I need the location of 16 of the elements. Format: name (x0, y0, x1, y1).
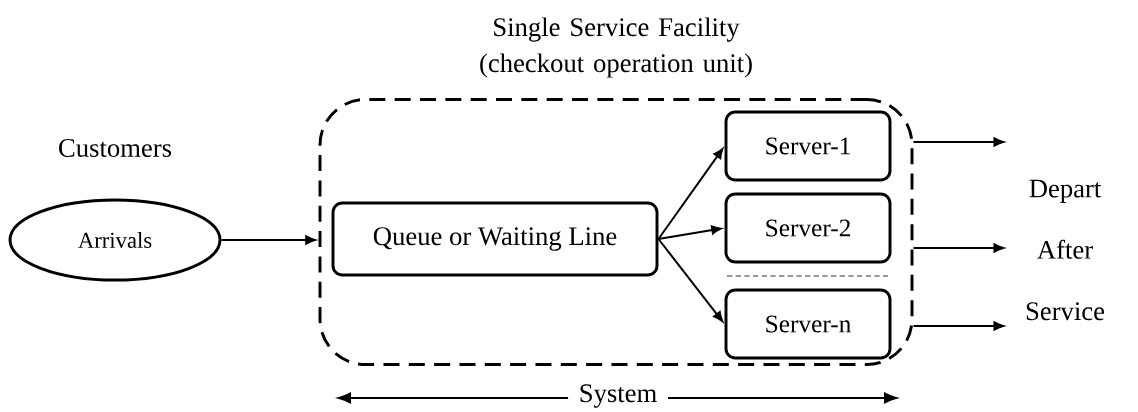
arrow (657, 225, 722, 240)
node-label: Customers (59, 139, 172, 157)
dimension-label: System (568, 384, 668, 408)
process-box: Queue or Waiting Line (331, 201, 659, 277)
process-box: Server-2 (724, 192, 892, 264)
arrow (912, 243, 1004, 253)
arrow (912, 321, 1004, 331)
process-box: Server-1 (724, 110, 892, 182)
arrow (657, 148, 724, 240)
arrow (912, 137, 1004, 147)
arrow (220, 235, 316, 245)
heading: Single Service Facility (checkout operation unit) (480, 17, 752, 78)
arrow (657, 238, 724, 322)
ellipse-node: Arrivals (8, 198, 222, 282)
process-box: Server-n (724, 288, 892, 360)
text-label: Depart After Service (1026, 179, 1105, 321)
